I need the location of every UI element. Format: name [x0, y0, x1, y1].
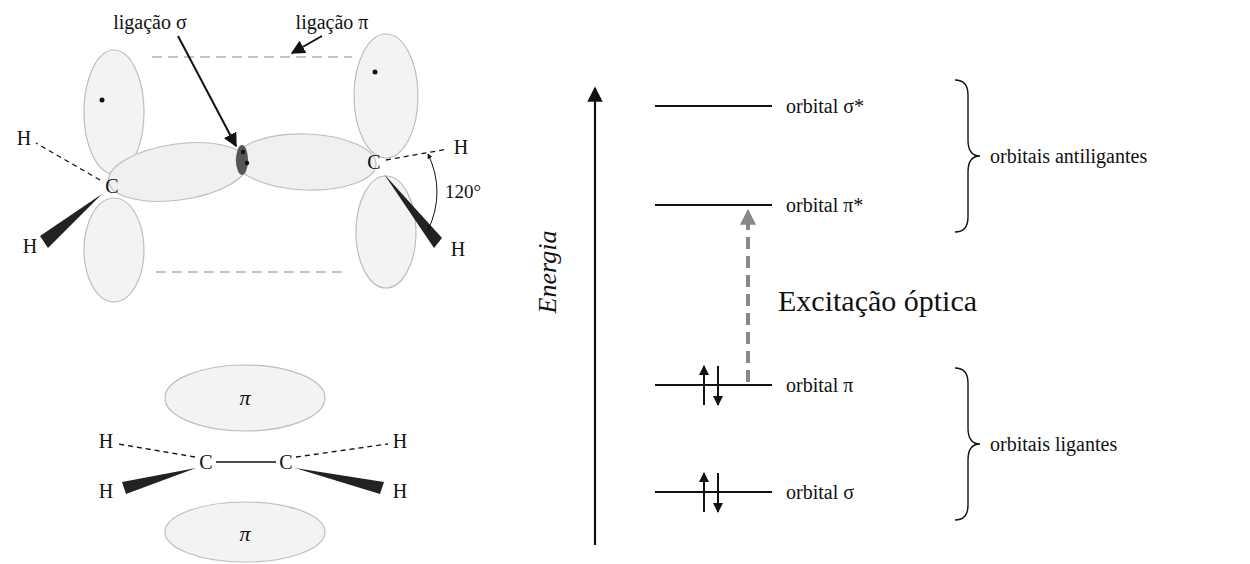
ch-bonds [36, 143, 448, 248]
atom-symbol: C [279, 451, 292, 473]
energy-axis [594, 88, 596, 545]
sigma-bond-lobes [105, 132, 377, 210]
group-label: orbitais ligantes [990, 433, 1117, 455]
level-label: orbital σ* [786, 95, 864, 117]
orbital-symbol: π [239, 522, 250, 546]
atom-symbol: C [367, 151, 380, 173]
level-label: orbital π [786, 374, 853, 396]
atom-symbol: C [105, 175, 118, 197]
level-label: orbital σ [786, 481, 854, 503]
pi-cloud [165, 365, 325, 562]
group-label: orbitais antiligantes [990, 145, 1147, 167]
axis-label: Energia [534, 231, 563, 314]
energy-levels [655, 106, 772, 492]
atom-symbol: H [393, 430, 407, 452]
atom-symbol: H [393, 480, 407, 502]
bond-label: ligação π [296, 11, 369, 33]
atom-symbol: H [99, 430, 113, 452]
excitation-arrow [746, 212, 750, 382]
pi-overlap-lines [152, 57, 352, 272]
atom-symbol: C [199, 451, 212, 473]
angle-arc [428, 154, 437, 230]
electron-dots [100, 70, 378, 166]
atom-symbol: H [99, 480, 113, 502]
level-label: orbital π* [786, 194, 863, 216]
bond-label: ligação σ [113, 11, 187, 33]
leader-arrows [178, 36, 322, 146]
atom-symbol: H [454, 136, 468, 158]
atom-symbol: H [23, 235, 37, 257]
p-orbital-lobes [84, 34, 418, 302]
sigma-overlap [236, 145, 248, 175]
atom-symbol: H [17, 127, 31, 149]
angle-label: 120° [445, 182, 481, 203]
atom-symbol: H [451, 238, 465, 260]
transition-label: Excitação óptica [778, 284, 977, 317]
electron-spins [704, 366, 718, 512]
orbital-symbol: π [239, 386, 250, 410]
lower-bonds [118, 444, 388, 494]
